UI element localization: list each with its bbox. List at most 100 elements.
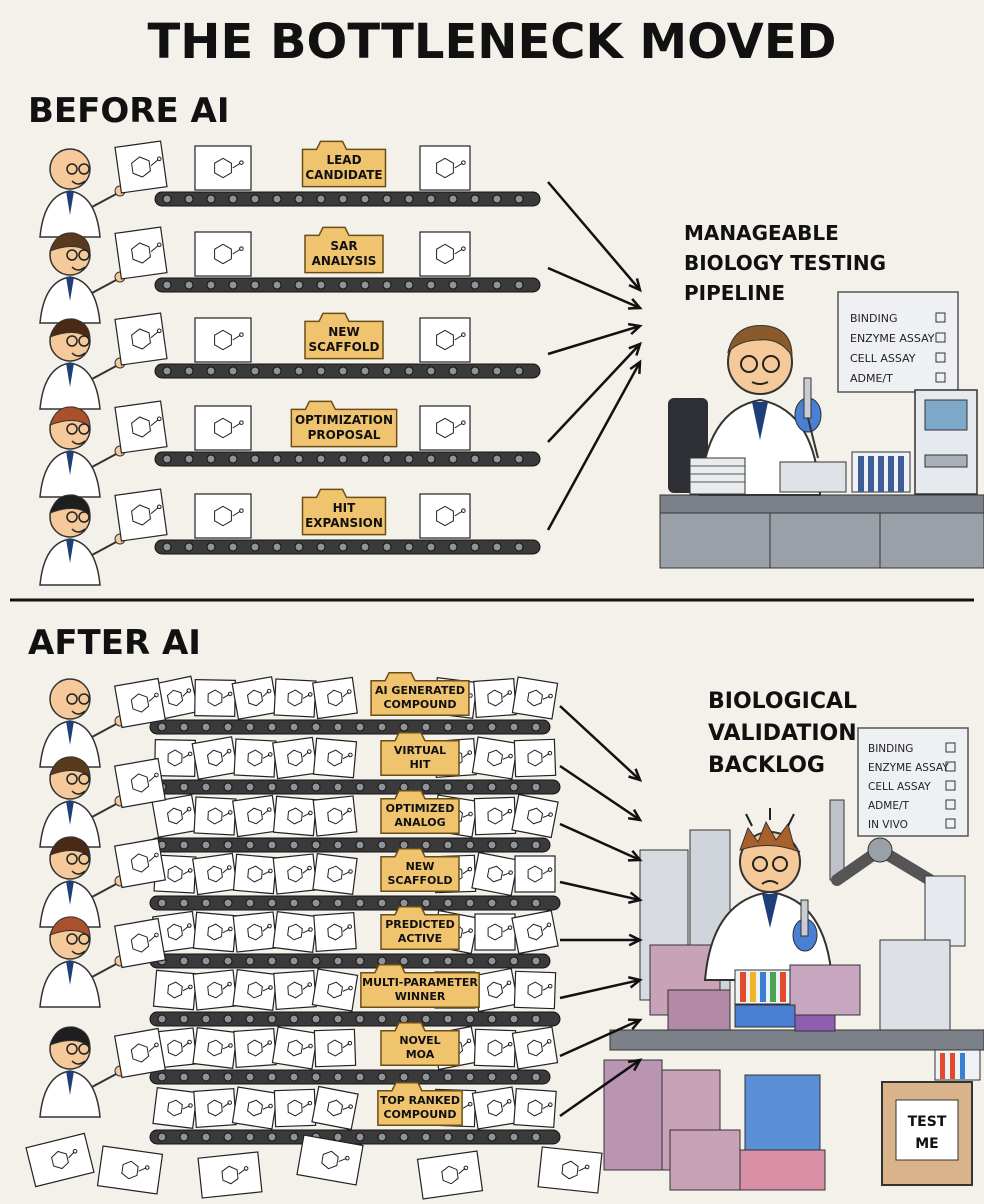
molecule-card — [511, 1026, 559, 1070]
folder-label: COMPOUND — [383, 1108, 456, 1121]
molecule-card — [312, 795, 358, 837]
checklist-item: ADME/T — [868, 800, 909, 812]
molecule-card — [313, 1028, 357, 1068]
molecule-card — [194, 231, 252, 277]
backlog-label-line: VALIDATION — [708, 721, 857, 746]
test-me-line: TEST — [908, 1114, 947, 1130]
pipeline-label: MANAGEABLE BIOLOGY TESTING PIPELINE — [684, 221, 886, 305]
test-me-line: ME — [915, 1136, 939, 1152]
molecule-card — [272, 736, 318, 780]
folder-label: MOA — [406, 1048, 435, 1061]
conveyor-belt — [154, 363, 541, 379]
molecule-card — [511, 909, 559, 955]
conveyor-belt — [149, 895, 561, 911]
molecule-card — [25, 1132, 95, 1188]
molecule-card — [419, 493, 471, 539]
molecule-card — [233, 1028, 277, 1068]
flow-arrow — [559, 880, 641, 902]
flow-arrow — [559, 1058, 641, 1118]
molecule-card — [191, 736, 239, 780]
molecule-card — [511, 793, 559, 839]
flow-arrow — [547, 343, 641, 443]
molecule-card — [192, 1027, 238, 1069]
checklist-item: BINDING — [850, 312, 898, 325]
conveyor-belt — [149, 953, 551, 969]
flow-arrow — [559, 705, 641, 781]
folder-label: EXPANSION — [305, 516, 383, 530]
molecule-card — [231, 1086, 279, 1130]
before-pipeline: LEADCANDIDATESARANALYSISNEWSCAFFOLDOPTIM… — [39, 140, 643, 586]
molecule-card — [113, 757, 167, 809]
folder-label: CANDIDATE — [305, 168, 382, 182]
molecule-card — [231, 676, 279, 720]
molecule-card — [233, 738, 277, 778]
molecule-card — [114, 400, 168, 454]
folder-label: WINNER — [395, 990, 446, 1003]
molecule-card — [113, 1027, 167, 1079]
after-pipeline: AI GENERATEDCOMPOUNDVIRTUALHITOPTIMIZEDA… — [25, 671, 643, 1200]
pipeline-label-line: MANAGEABLE — [684, 221, 839, 245]
scientist — [39, 678, 126, 768]
molecule-card — [272, 795, 318, 837]
conveyor-belt — [149, 719, 551, 735]
molecule-card — [313, 912, 357, 952]
conveyor-belt — [154, 277, 541, 293]
molecule-card — [513, 1088, 557, 1128]
molecule-card — [114, 488, 168, 542]
scientist — [39, 318, 126, 410]
molecule-card — [473, 678, 517, 718]
molecule-card — [273, 970, 317, 1010]
molecule-card — [419, 231, 471, 277]
scientist — [39, 148, 126, 238]
folder-label: TOP RANKED — [380, 1094, 460, 1107]
molecule-card — [513, 970, 557, 1010]
molecule-card — [194, 405, 252, 451]
flow-arrow — [559, 978, 641, 1000]
molecule-card — [194, 679, 236, 717]
folder-label: ANALYSIS — [312, 254, 377, 268]
molecule-card — [272, 853, 318, 895]
after-heading: AFTER AI — [28, 623, 201, 663]
molecule-card — [511, 676, 559, 720]
molecule-card — [474, 913, 516, 951]
folder-label: HIT — [410, 758, 431, 771]
molecule-card — [473, 1028, 517, 1068]
molecule-card — [96, 1145, 164, 1195]
folder-label: VIRTUAL — [394, 744, 446, 757]
flow-arrow — [559, 822, 641, 862]
molecule-card — [114, 226, 168, 280]
conveyor-belt — [149, 1011, 561, 1027]
folder-label: ACTIVE — [398, 932, 442, 945]
molecule-card — [113, 677, 167, 729]
molecule-card — [152, 1087, 198, 1129]
backlog-label: BIOLOGICAL VALIDATION BACKLOG — [708, 689, 857, 778]
molecule-card — [513, 738, 557, 778]
before-lab-bench — [659, 325, 984, 569]
conveyor-belt — [149, 1129, 561, 1145]
molecule-card — [192, 969, 238, 1011]
molecule-card — [271, 1026, 319, 1070]
molecule-card — [114, 140, 168, 194]
molecule-card — [232, 969, 278, 1011]
molecule-card — [419, 145, 471, 191]
checklist-item: BINDING — [868, 743, 913, 755]
flow-arrow — [547, 266, 641, 310]
molecule-card — [537, 1146, 603, 1194]
folder-label: NEW — [406, 860, 435, 873]
molecule-card — [419, 405, 471, 451]
before-heading: BEFORE AI — [28, 91, 229, 131]
folder-label: PROPOSAL — [308, 428, 381, 442]
molecule-card — [192, 852, 238, 896]
conveyor-belt — [149, 1069, 551, 1085]
molecule-card — [197, 1151, 263, 1199]
conveyor-belt — [154, 191, 541, 207]
scientist — [39, 916, 126, 1008]
flow-arrow — [546, 361, 642, 531]
molecule-card — [232, 853, 278, 895]
